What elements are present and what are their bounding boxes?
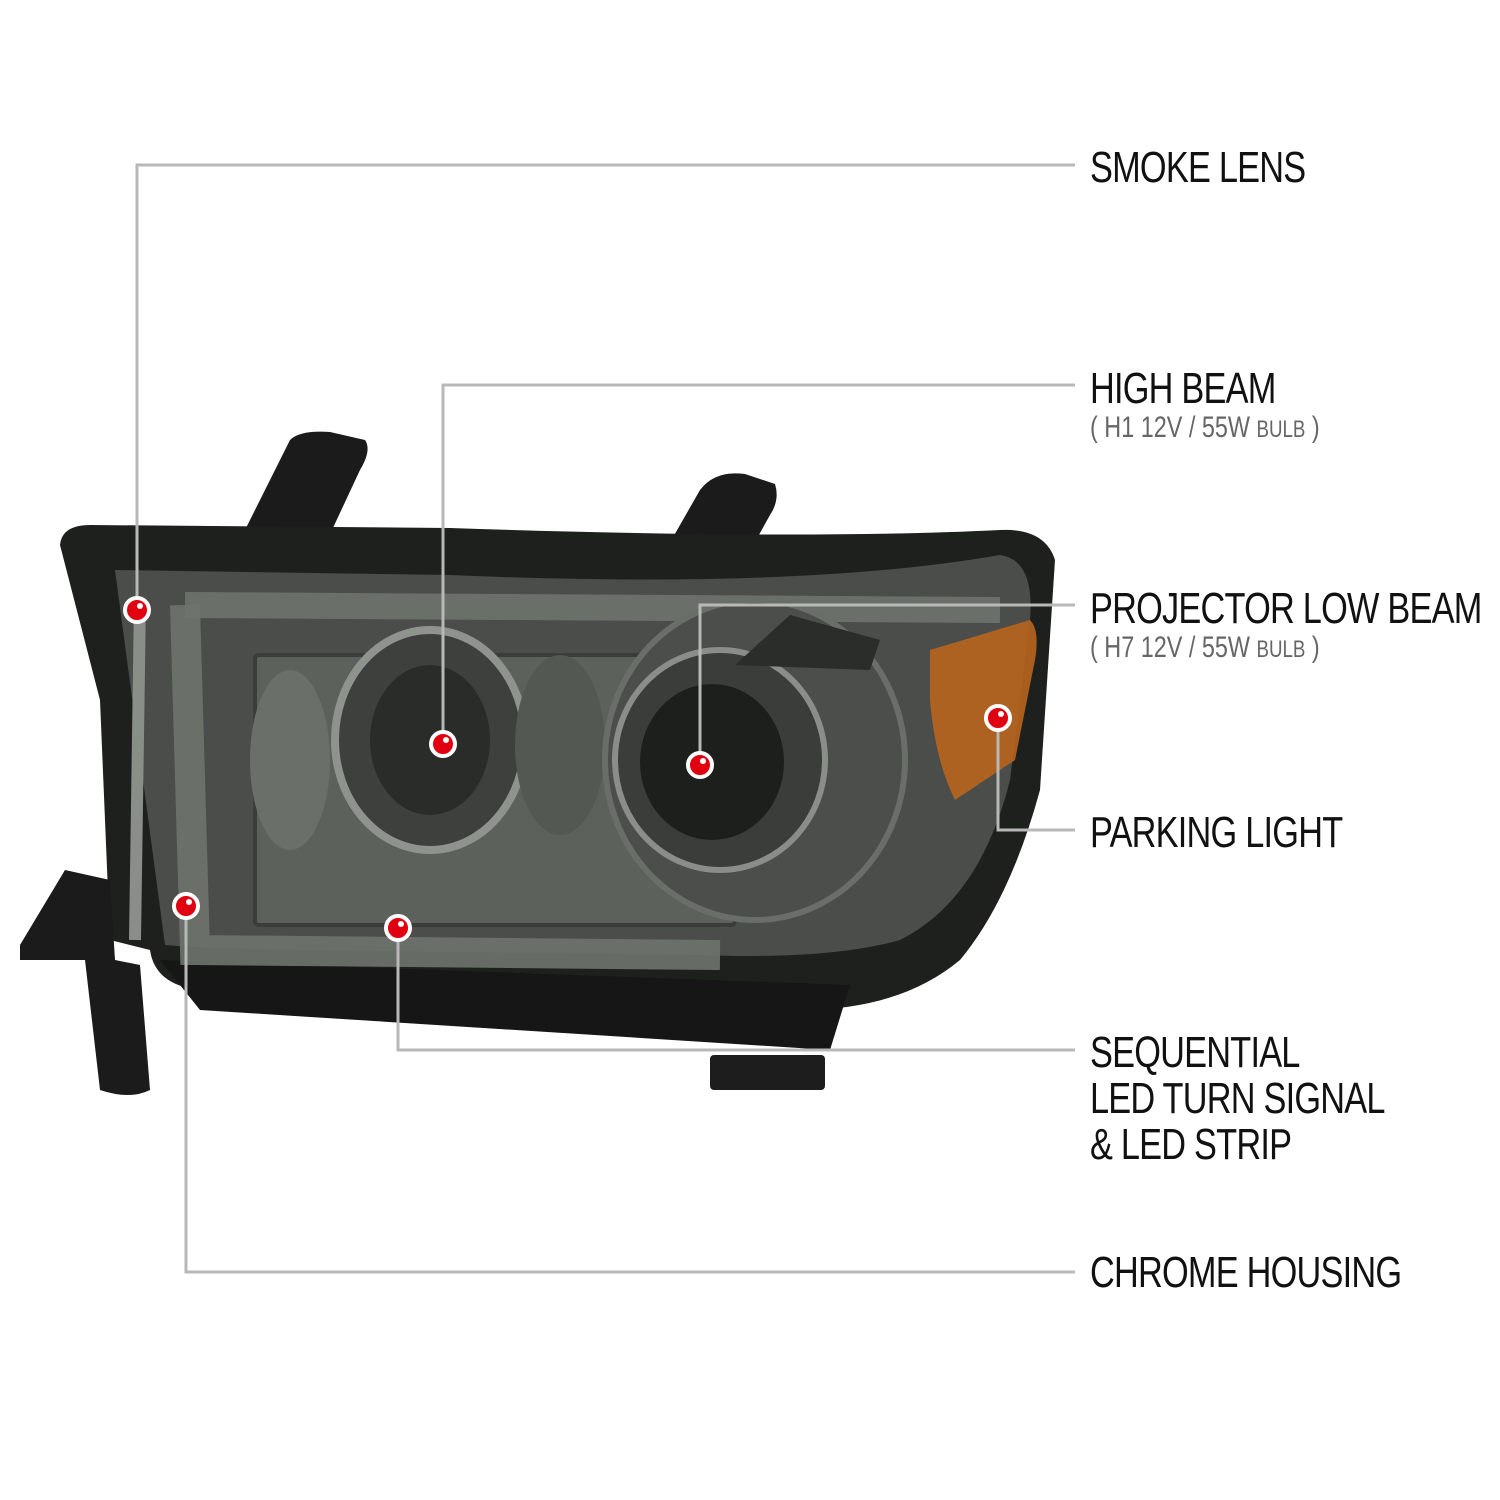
marker-projector bbox=[686, 751, 714, 779]
callout-title: SMOKE LENS bbox=[1090, 143, 1306, 192]
amber-parking-lens bbox=[930, 620, 1037, 800]
markers bbox=[123, 596, 1012, 942]
callout-line-2: LED TURN SIGNAL bbox=[1090, 1074, 1385, 1123]
callout-projector-low-beam: PROJECTOR LOW BEAM ( H7 12V / 55W BULB ) bbox=[1090, 584, 1482, 666]
marker-high-beam bbox=[429, 730, 457, 758]
callout-title: CHROME HOUSING bbox=[1090, 1248, 1402, 1297]
callout-line-1: SEQUENTIAL bbox=[1090, 1028, 1300, 1077]
callout-title: PARKING LIGHT bbox=[1090, 808, 1343, 857]
callout-smoke-lens: SMOKE LENS bbox=[1090, 143, 1306, 192]
left-bracket bbox=[20, 870, 150, 1095]
marker-smoke-lens bbox=[123, 596, 151, 624]
callout-parking-light: PARKING LIGHT bbox=[1090, 808, 1343, 857]
leader-lines bbox=[135, 163, 1075, 1274]
connector bbox=[710, 1055, 825, 1090]
marker-parking bbox=[984, 704, 1012, 732]
callout-line-3: & LED STRIP bbox=[1090, 1120, 1292, 1169]
mount-tab-left bbox=[240, 431, 368, 545]
callout-subtitle: ( H7 12V / 55W BULB ) bbox=[1090, 631, 1320, 664]
marker-chrome bbox=[172, 892, 200, 920]
callout-title: HIGH BEAM bbox=[1090, 364, 1276, 413]
callout-sequential-led: SEQUENTIAL LED TURN SIGNAL & LED STRIP bbox=[1090, 1030, 1385, 1168]
marker-sequential bbox=[384, 914, 412, 942]
callout-chrome-housing: CHROME HOUSING bbox=[1090, 1248, 1402, 1297]
callout-subtitle: ( H1 12V / 55W BULB ) bbox=[1090, 411, 1320, 444]
callout-high-beam: HIGH BEAM ( H1 12V / 55W BULB ) bbox=[1090, 366, 1320, 446]
callout-title: PROJECTOR LOW BEAM bbox=[1090, 584, 1482, 633]
